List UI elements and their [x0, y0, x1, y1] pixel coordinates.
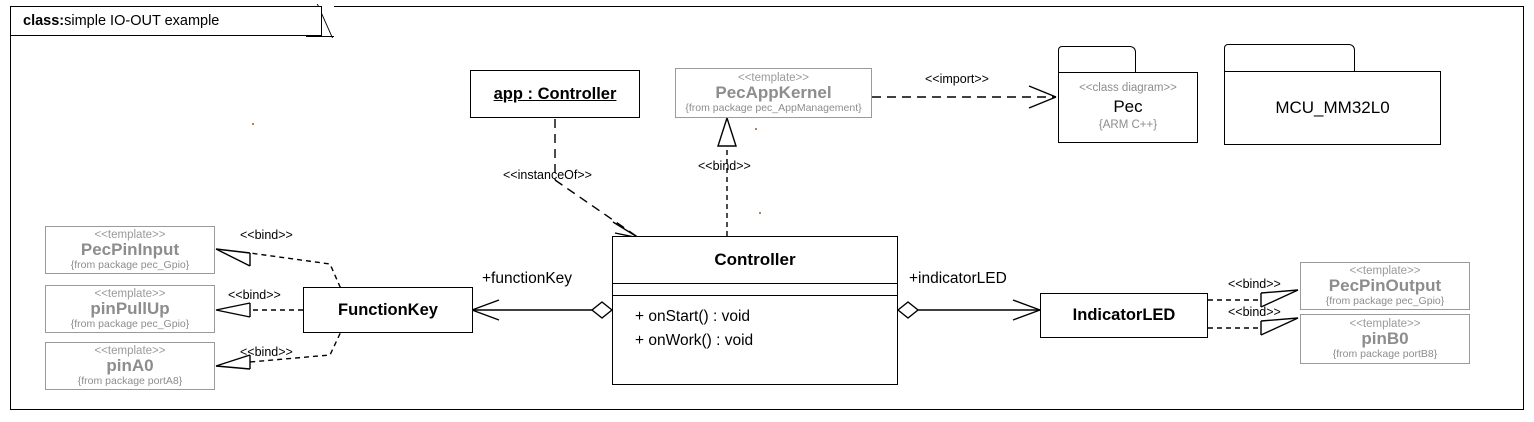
object-app-controller[interactable]: app : Controller — [470, 70, 640, 118]
package-pec-stereotype: <<class diagram>> — [1079, 82, 1177, 95]
edge-label-bind-pec-pin-output: <<bind>> — [1228, 277, 1281, 291]
package-mcu-mm32l0-name: MCU_MM32L0 — [1275, 97, 1390, 117]
template-pin-b0-from: {from package portB8} — [1332, 347, 1438, 360]
edge-label-bind-kernel: <<bind>> — [698, 159, 751, 173]
edge-label-indicator-led: +indicatorLED — [909, 270, 1007, 287]
template-pin-b0-stereotype: <<template>> — [1349, 318, 1421, 331]
diagram-frame — [10, 6, 1524, 410]
class-function-key-label: FunctionKey — [338, 300, 438, 319]
edge-label-import: <<import>> — [925, 72, 989, 86]
class-indicator-led-label: IndicatorLED — [1072, 306, 1176, 324]
template-pin-b0-name: pinB0 — [1361, 329, 1409, 349]
artifact-speck — [759, 212, 761, 214]
template-pec-app-kernel-stereotype: <<template>> — [738, 72, 809, 85]
class-function-key[interactable]: FunctionKey — [303, 287, 473, 333]
package-pec-tab — [1058, 46, 1136, 73]
package-pec-note: {ARM C++} — [1098, 118, 1158, 131]
package-mcu-mm32l0[interactable]: MCU_MM32L0 — [1224, 71, 1441, 145]
package-mcu-tab — [1224, 44, 1355, 72]
class-controller-name: Controller — [613, 237, 897, 284]
template-pin-pull-up-name: pinPullUp — [90, 299, 170, 319]
template-pec-app-kernel-name: PecAppKernel — [715, 83, 832, 103]
template-pin-pull-up-stereotype: <<template>> — [94, 288, 166, 301]
frame-title-text: simple IO-OUT example — [64, 13, 220, 29]
edge-label-instance-of: <<instanceOf>> — [503, 168, 592, 182]
edge-label-bind-pin-b0: <<bind>> — [1228, 305, 1281, 319]
template-pec-pin-output-stereotype: <<template>> — [1349, 265, 1421, 278]
edge-label-function-key: +functionKey — [482, 270, 573, 287]
template-pin-pull-up-from: {from package pec_Gpio} — [70, 317, 190, 330]
template-pec-app-kernel[interactable]: <<template>> PecAppKernel {from package … — [675, 68, 872, 118]
template-pin-b0[interactable]: <<template>> pinB0 {from package portB8} — [1300, 314, 1470, 364]
template-pec-pin-input-stereotype: <<template>> — [94, 229, 166, 242]
class-controller-operations-compartment: + onStart() : void + onWork() : void — [613, 296, 897, 384]
class-controller-operation: + onWork() : void — [635, 332, 754, 350]
class-controller-attributes-compartment — [613, 284, 897, 296]
template-pec-app-kernel-from: {from package pec_AppManagement} — [685, 101, 862, 114]
template-pin-a0-name: pinA0 — [106, 356, 154, 376]
template-pec-pin-output-name: PecPinOutput — [1328, 276, 1442, 296]
template-pin-a0-stereotype: <<template>> — [94, 345, 166, 358]
edge-label-bind-pin-pull-up: <<bind>> — [228, 288, 281, 302]
class-controller-operation: + onStart() : void — [635, 308, 751, 325]
template-pec-pin-output-from: {from package pec_Gpio} — [1325, 294, 1445, 307]
template-pec-pin-input-from: {from package pec_Gpio} — [70, 258, 190, 271]
package-pec[interactable]: <<class diagram>> Pec {ARM C++} — [1058, 72, 1198, 143]
diagram-frame-tab: class:simple IO-OUT example — [10, 6, 322, 36]
template-pin-a0[interactable]: <<template>> pinA0 {from package portA8} — [45, 342, 215, 390]
template-pec-pin-output[interactable]: <<template>> PecPinOutput {from package … — [1300, 262, 1470, 310]
frame-title: class:simple IO-OUT example — [23, 13, 219, 29]
frame-keyword: class: — [23, 13, 65, 29]
package-pec-name: Pec — [1113, 97, 1143, 117]
edge-label-bind-pec-pin-input: <<bind>> — [240, 228, 293, 242]
object-app-controller-label: app : Controller — [493, 84, 617, 103]
edge-label-bind-pin-a0: <<bind>> — [240, 345, 293, 359]
artifact-speck — [755, 128, 757, 130]
template-pec-pin-input[interactable]: <<template>> PecPinInput {from package p… — [45, 226, 215, 274]
class-indicator-led[interactable]: IndicatorLED — [1040, 293, 1208, 338]
artifact-speck — [252, 123, 254, 125]
template-pin-pull-up[interactable]: <<template>> pinPullUp {from package pec… — [45, 285, 215, 333]
template-pin-a0-from: {from package portA8} — [77, 374, 183, 387]
template-pec-pin-input-name: PecPinInput — [80, 240, 180, 260]
class-controller[interactable]: Controller + onStart() : void + onWork()… — [612, 236, 898, 385]
